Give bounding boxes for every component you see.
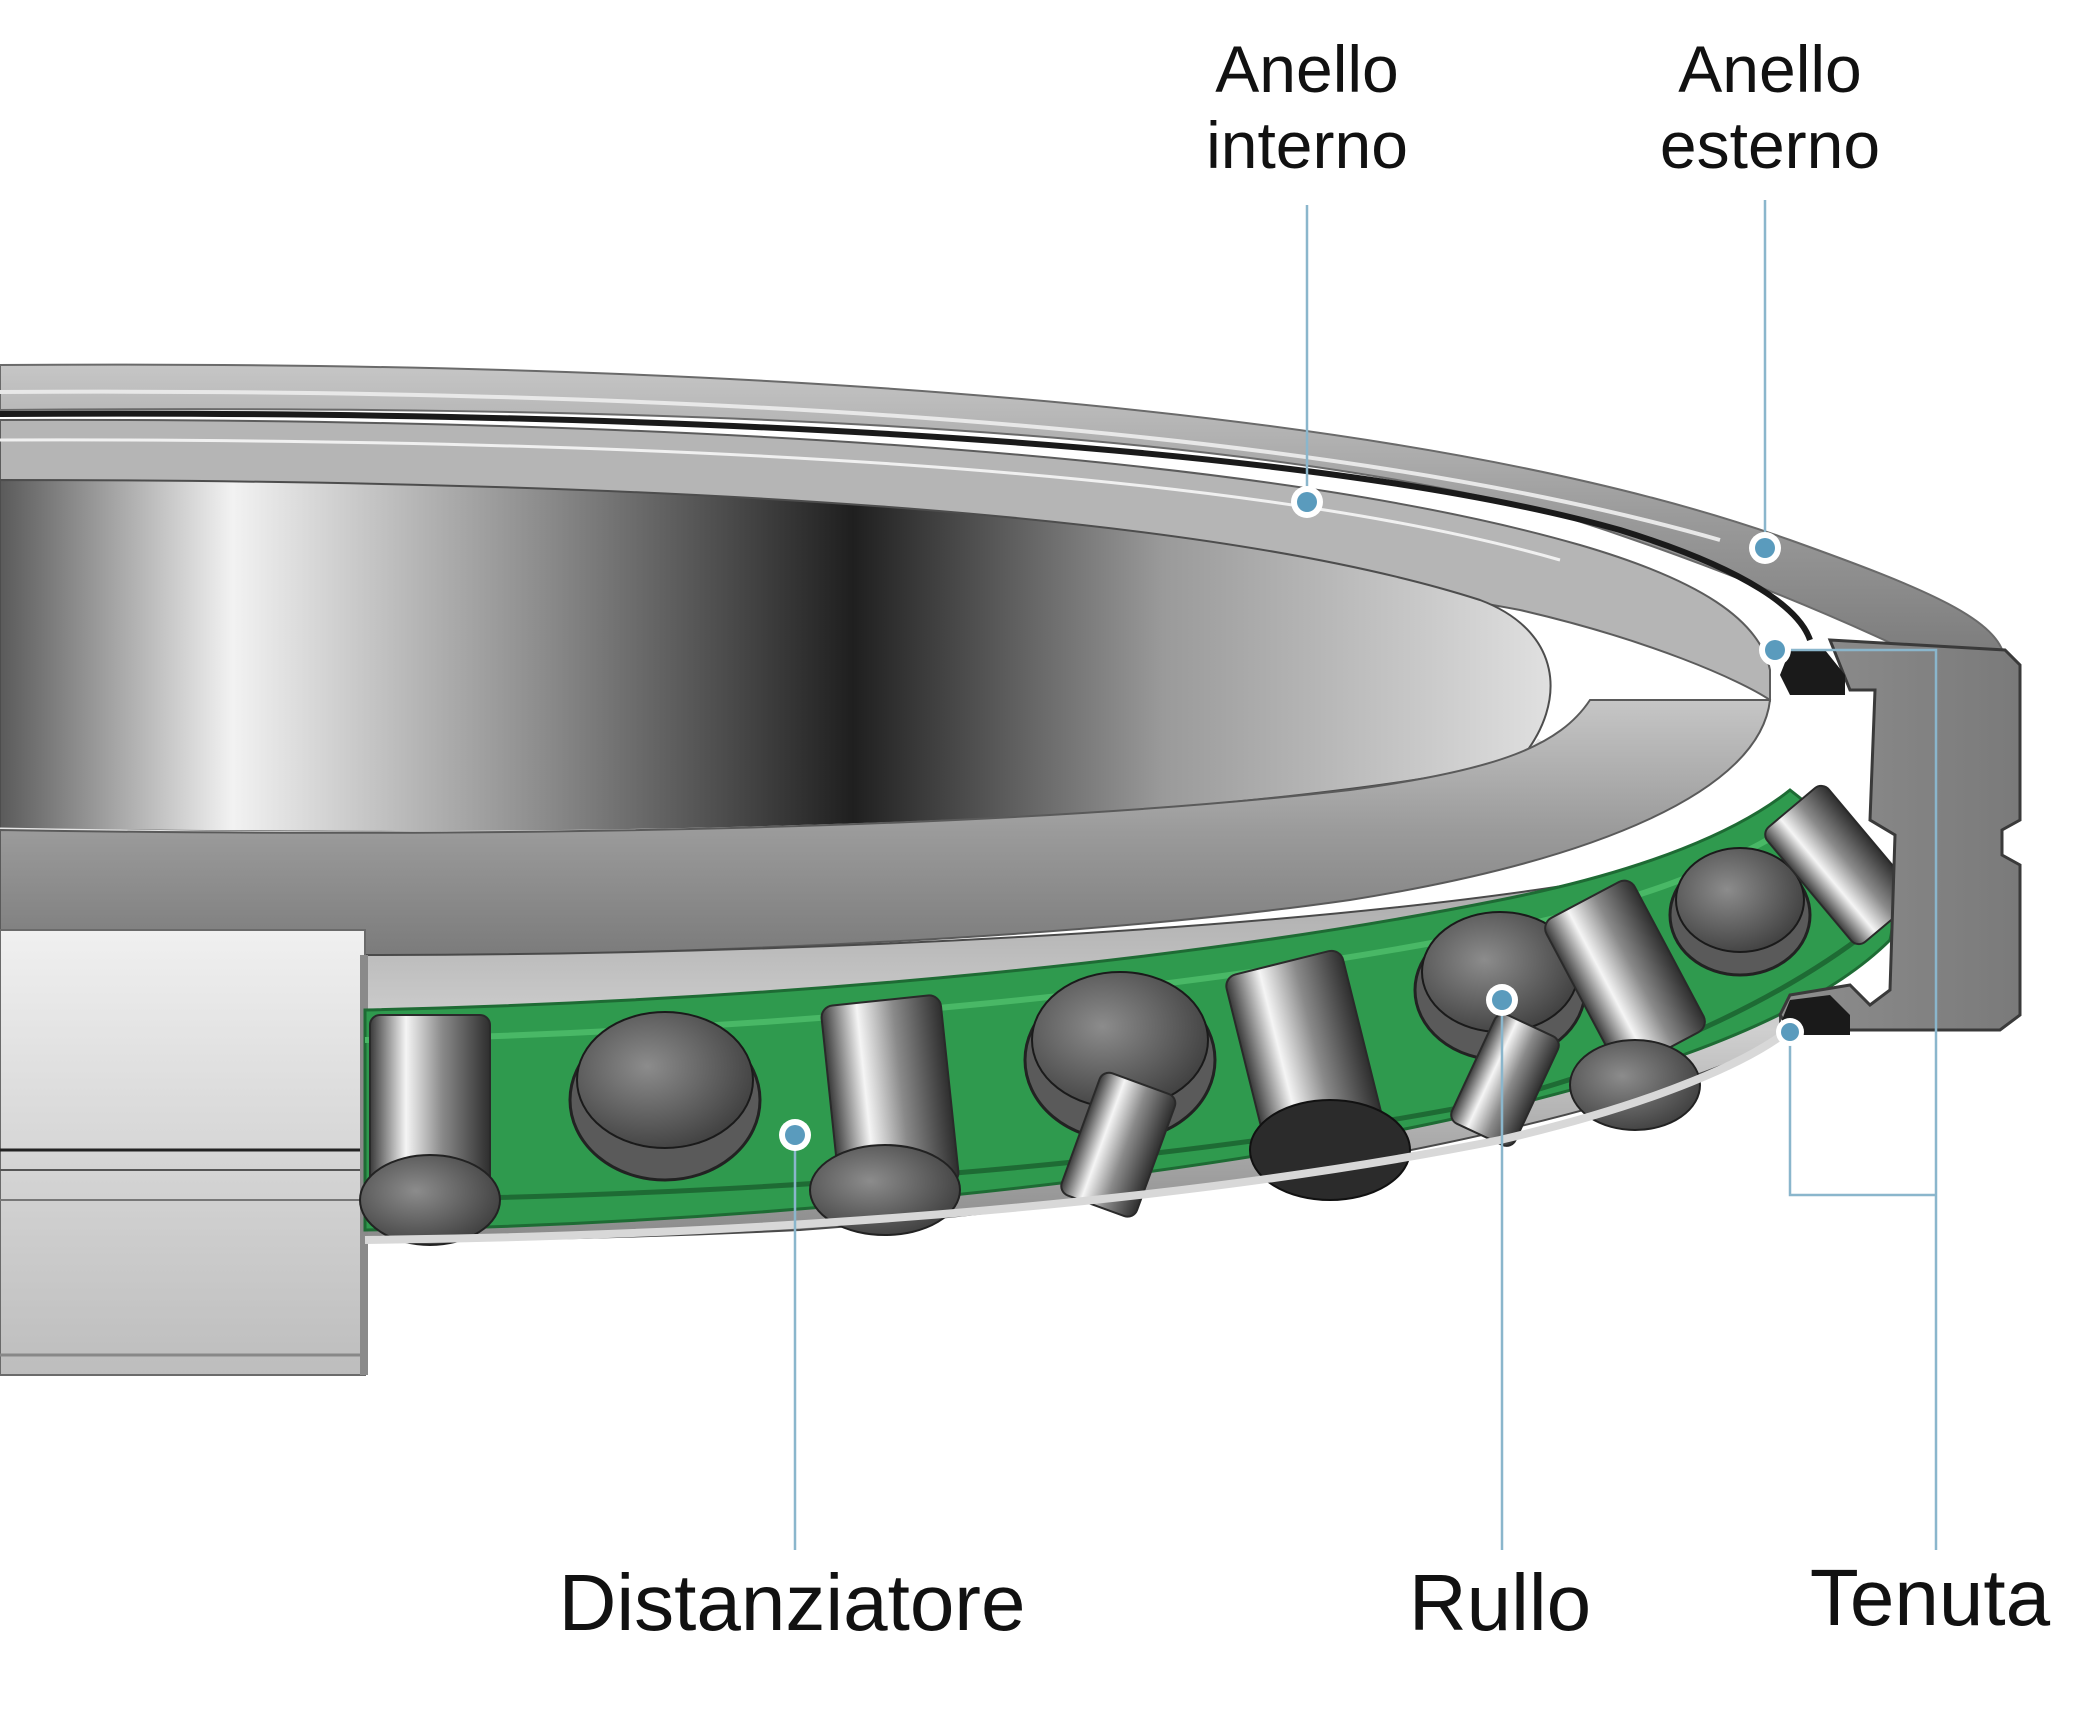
roller	[1764, 784, 1916, 946]
marker-seal-upper	[1759, 634, 1791, 666]
circle-dot-icon	[1781, 1023, 1799, 1041]
label-outer-ring-line1: Anello	[1678, 32, 1861, 106]
markers	[779, 486, 1804, 1151]
seal-upper	[1780, 650, 1845, 695]
circle-dot-icon	[1755, 538, 1775, 558]
label-inner-ring-line1: Anello	[1215, 32, 1398, 106]
labels: Anello interno Anello esterno Distanziat…	[559, 32, 2051, 1647]
ring-left-stub	[0, 929, 366, 1376]
label-roller: Rullo	[1409, 1558, 1591, 1647]
roller	[359, 1014, 501, 1246]
outer-ring-cross-section	[1778, 638, 2022, 1032]
leader-lines	[793, 200, 1938, 1550]
circle-dot-icon	[1492, 990, 1512, 1010]
roller-set	[359, 784, 1916, 1246]
marker-seal-lower	[1776, 1018, 1804, 1046]
circle-dot-icon	[785, 1125, 805, 1145]
label-seal: Tenuta	[1810, 1553, 2051, 1642]
roller	[1413, 911, 1587, 1147]
roller	[1023, 971, 1217, 1218]
marker-spacer	[779, 1119, 811, 1151]
marker-outer-ring	[1749, 532, 1781, 564]
marker-inner-ring	[1291, 486, 1323, 518]
bearing-illustration	[0, 363, 2022, 1376]
label-outer-ring-line2: esterno	[1660, 108, 1880, 182]
leader-seal-lower	[1788, 1032, 1936, 1197]
label-inner-ring-line2: interno	[1206, 108, 1408, 182]
circle-dot-icon	[1765, 640, 1785, 660]
label-spacer: Distanziatore	[559, 1558, 1026, 1647]
marker-roller	[1486, 984, 1518, 1016]
leader-seal	[1775, 648, 1938, 1550]
circle-dot-icon	[1297, 492, 1317, 512]
roller	[1668, 847, 1812, 977]
roller	[1544, 879, 1706, 1131]
roller	[568, 1011, 762, 1182]
roller	[809, 994, 961, 1236]
